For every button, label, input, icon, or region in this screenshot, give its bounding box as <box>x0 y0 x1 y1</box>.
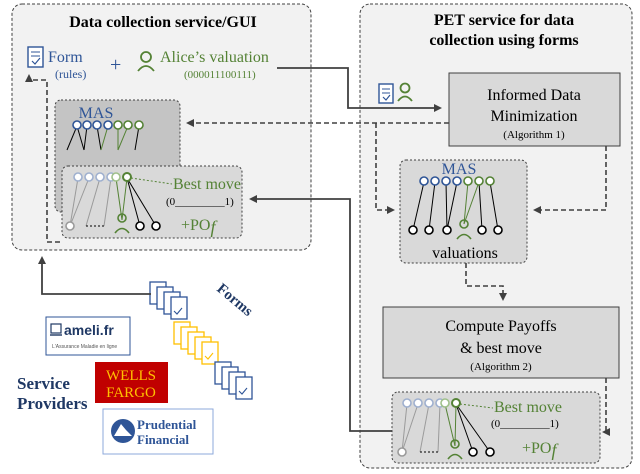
pet-panel-title-line2: collection using forms <box>429 32 578 49</box>
gui-best-move-box <box>61 165 243 239</box>
form-rules-label: (rules) <box>55 67 86 81</box>
service-providers-line1: Service <box>17 374 70 393</box>
alice-valuation-label: Alice’s valuation <box>160 49 269 66</box>
arrow-idm-down-to-mas <box>533 146 607 214</box>
pet-best-move-label: Best move <box>494 399 562 416</box>
service-providers: Forms ameli.fr L'Assurance Maladie en li… <box>17 281 256 455</box>
arrow-mas-to-payoffs <box>465 263 507 301</box>
ameli-name: ameli.fr <box>64 322 114 338</box>
gui-best-move-label: Best move <box>173 176 241 193</box>
gui-best-move-network <box>65 172 173 234</box>
arrow-idm-to-pet-mas <box>375 123 395 214</box>
forms-label: Forms <box>213 281 255 320</box>
plus-sign: + <box>110 54 121 76</box>
pet-best-move-box <box>391 391 601 464</box>
form-label: Form <box>48 49 83 66</box>
alice-person-icon <box>137 51 155 72</box>
prudential-name-line1: Prudential <box>137 417 197 432</box>
gui-mas-network <box>66 120 144 151</box>
idm-title-line1: Informed Data <box>487 87 581 104</box>
payoff-title-line2: & best move <box>460 340 542 357</box>
service-providers-line2: Providers <box>17 394 88 413</box>
forms-stack-bottom <box>214 361 253 400</box>
prudential-name-line2: Financial <box>137 432 189 447</box>
pet-person-icon <box>397 82 413 102</box>
idm-box <box>448 72 621 147</box>
ameli-logo: ameli.fr L'Assurance Maladie en ligne <box>45 316 131 356</box>
gui-panel-title: Data collection service/GUI <box>69 14 257 31</box>
alice-valuation-bits: (000011100111) <box>184 69 256 81</box>
pet-po-label: +POf <box>522 440 559 460</box>
pet-valuations-label: valuations <box>432 245 498 262</box>
gui-panel: Data collection service/GUI Form (rules)… <box>11 3 312 251</box>
prudential-logo: Prudential Financial <box>102 408 214 455</box>
ameli-tagline: L'Assurance Maladie en ligne <box>52 344 117 350</box>
arrow-valuation-to-idm <box>277 67 442 112</box>
idm-title-line2: Minimization <box>490 108 577 125</box>
gui-best-move-value: (0_________1) <box>166 196 234 208</box>
wells-name-line2: FARGO <box>106 385 156 401</box>
pet-mas-network <box>408 176 503 240</box>
pet-form-icon <box>378 83 394 104</box>
form-icon <box>27 46 44 68</box>
pet-panel-title-line1: PET service for data <box>434 12 574 29</box>
payoff-box <box>382 306 620 379</box>
arrow-best-move-to-gui <box>249 195 392 432</box>
payoff-title-line1: Compute Payoffs <box>445 318 556 335</box>
arrow-payoffs-to-best-move <box>602 378 610 436</box>
pet-panel: PET service for data collection using fo… <box>359 3 633 469</box>
connectors <box>25 67 610 436</box>
forms-stack-middle <box>173 321 219 365</box>
pet-mas-label: MAS <box>442 161 477 178</box>
arrow-best-move-to-form <box>25 74 60 243</box>
wells-name-line1: WELLS <box>106 368 156 384</box>
pet-best-move-network <box>397 398 495 460</box>
pet-mas-box <box>399 159 528 264</box>
wells-fargo-logo: WELLS FARGO <box>95 362 168 403</box>
pet-best-move-value: (0_________1) <box>491 418 559 430</box>
forms-stack-top <box>149 281 188 320</box>
gui-po-label: +POf <box>181 217 218 237</box>
gui-mas-label: MAS <box>79 105 114 122</box>
idm-algorithm: (Algorithm 1) <box>503 129 565 141</box>
arrow-forms-to-gui <box>38 256 151 295</box>
payoff-algorithm: (Algorithm 2) <box>470 361 532 373</box>
